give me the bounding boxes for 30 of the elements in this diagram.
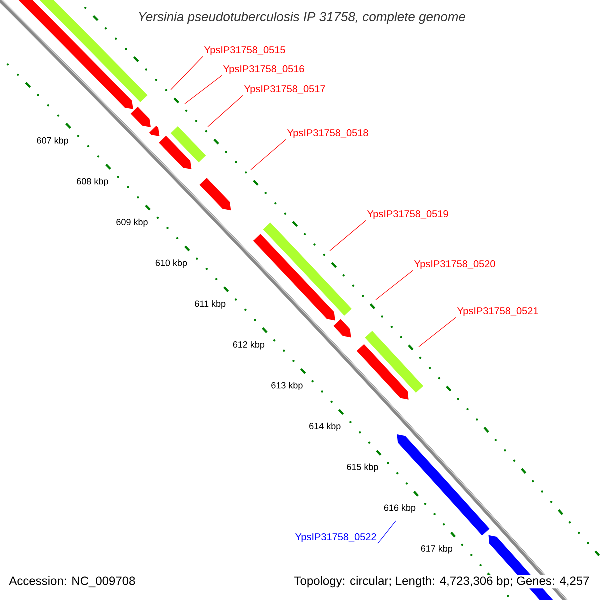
leader-line — [250, 139, 286, 170]
tick-label: 613 kbp — [270, 382, 304, 391]
gene-label: YpsIP31758_0521 — [457, 307, 538, 317]
leader-line — [418, 317, 456, 348]
gene-label: YpsIP31758_0518 — [287, 129, 368, 139]
tick-label: 608 kbp — [76, 178, 110, 187]
tick-label: 616 kbp — [383, 504, 416, 514]
gene-label: YpsIP31758_0516 — [223, 65, 304, 75]
tick-label: 607 kbp — [36, 136, 70, 146]
tick-label: 615 kbp — [346, 463, 380, 473]
tick-label: 611 kbp — [194, 300, 227, 310]
gene-label: YpsIP31758_0519 — [367, 210, 448, 220]
tick-label: 610 kbp — [154, 259, 188, 269]
tick-label: 609 kbp — [116, 218, 149, 228]
leader-line — [170, 56, 204, 90]
gene-label: YpsIP31758_0517 — [244, 85, 326, 95]
title: Yersinia pseudotuberculosis IP 31758, complete genome — [139, 12, 466, 24]
leader-line — [376, 270, 414, 300]
genome-info-text: Topology: circular; Length: 4,723,306 bp; Genes: 4,257 — [293, 575, 591, 589]
tick-label: 617 kbp — [420, 544, 454, 554]
gene-label: YpsIP31758_0515 — [204, 46, 286, 56]
gene-label: YpsIP31758_0520 — [414, 260, 496, 270]
leader-line — [330, 220, 366, 252]
tick-label: 612 kbp — [232, 340, 266, 350]
leader-line — [378, 520, 396, 544]
leader-line — [184, 75, 222, 104]
gene-label: YpsIP31758_0522 — [295, 533, 376, 543]
leader-line — [208, 95, 244, 128]
accession-text: Accession: NC_009708 — [9, 576, 136, 588]
tick-label: 614 kbp — [308, 422, 342, 432]
